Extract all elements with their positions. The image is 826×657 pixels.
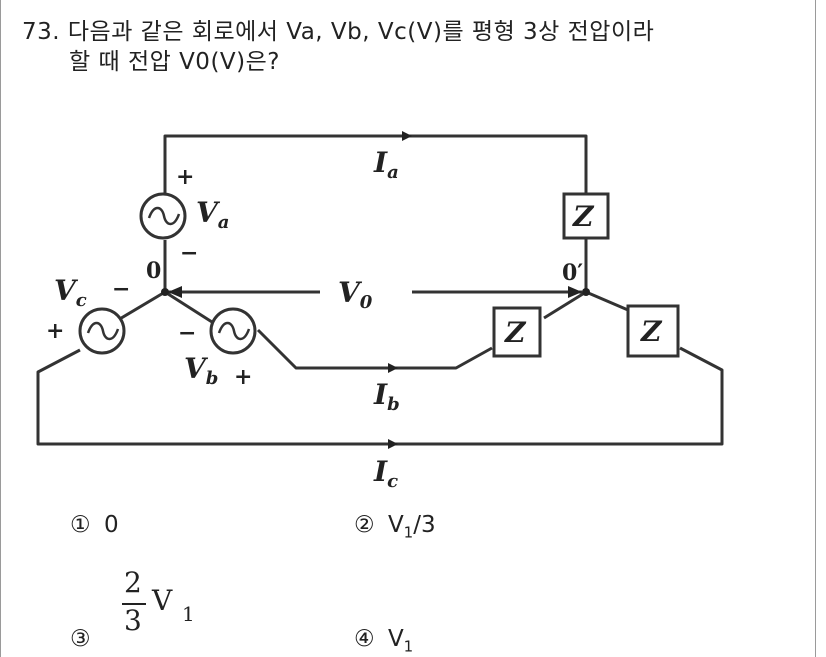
arrow-ia bbox=[402, 131, 412, 141]
label-zb: Z bbox=[504, 316, 527, 349]
fraction-numerator: 2 bbox=[124, 566, 142, 599]
wire-b bbox=[256, 328, 493, 370]
option-4-marker: ④ bbox=[354, 626, 375, 652]
question-line-2: 할 때 전압 V0(V)은? bbox=[69, 49, 280, 75]
arrow-v0-left bbox=[168, 286, 182, 298]
wire-node0p-zc bbox=[585, 290, 629, 312]
label-vb: Vb bbox=[184, 352, 218, 389]
fraction-subscript: 1 bbox=[182, 602, 195, 626]
source-vc bbox=[78, 307, 126, 355]
wire-node0-vc bbox=[117, 290, 166, 322]
arrow-v0-right bbox=[568, 286, 582, 298]
wire-c bbox=[36, 346, 724, 446]
option-1[interactable]: ① 0 bbox=[70, 512, 119, 538]
label-zc: Z bbox=[640, 315, 663, 348]
option-2[interactable]: ② V1/3 bbox=[354, 512, 436, 542]
label-ic: Ic bbox=[373, 455, 398, 492]
question-number: 73. bbox=[22, 19, 61, 45]
option-2-marker: ② bbox=[354, 512, 375, 538]
fraction-denominator: 3 bbox=[124, 604, 142, 637]
label-vc: Vc bbox=[54, 274, 87, 311]
fraction-variable: V bbox=[152, 584, 173, 617]
fraction-bar bbox=[122, 603, 146, 605]
option-4-text: V1 bbox=[387, 626, 414, 656]
source-vb bbox=[209, 307, 257, 355]
option-1-marker: ① bbox=[70, 512, 91, 538]
plus-vb: + bbox=[234, 364, 252, 390]
arrow-ib bbox=[388, 363, 398, 373]
label-za: Z bbox=[572, 200, 595, 233]
wire-a bbox=[163, 134, 588, 195]
question-text-1: 다음과 같은 회로에서 Va, Vb, Vc(V)를 평형 3상 전압이라 bbox=[67, 19, 655, 45]
option-2-text: V1/3 bbox=[387, 512, 436, 542]
label-ib: Ib bbox=[373, 378, 400, 415]
wire-node0-vb bbox=[164, 290, 213, 324]
option-4[interactable]: ④ V1 bbox=[354, 626, 413, 656]
impedance-zc bbox=[626, 304, 680, 358]
label-ia: Ia bbox=[373, 146, 399, 183]
minus-va: − bbox=[180, 240, 198, 266]
wire-node0p-zb bbox=[543, 290, 587, 320]
minus-vc: − bbox=[112, 276, 130, 302]
label-node-0: 0 bbox=[146, 258, 161, 284]
node-0 bbox=[161, 288, 169, 296]
label-va: Va bbox=[196, 196, 229, 233]
impedance-zb bbox=[492, 306, 542, 358]
question-line-1: 73. 다음과 같은 회로에서 Va, Vb, Vc(V)를 평형 3상 전압이… bbox=[22, 12, 654, 46]
node-0-prime bbox=[582, 288, 590, 296]
plus-va: + bbox=[176, 164, 194, 190]
arrow-ic bbox=[388, 439, 398, 449]
label-v0: V0 bbox=[338, 276, 373, 313]
plus-vc: + bbox=[46, 318, 64, 344]
source-va bbox=[139, 192, 187, 240]
option-3-marker[interactable]: ③ bbox=[70, 626, 91, 652]
option-1-text: 0 bbox=[103, 512, 119, 538]
label-node-0-prime: 0′ bbox=[562, 260, 583, 286]
minus-vb: − bbox=[178, 320, 196, 346]
impedance-za bbox=[562, 192, 610, 240]
